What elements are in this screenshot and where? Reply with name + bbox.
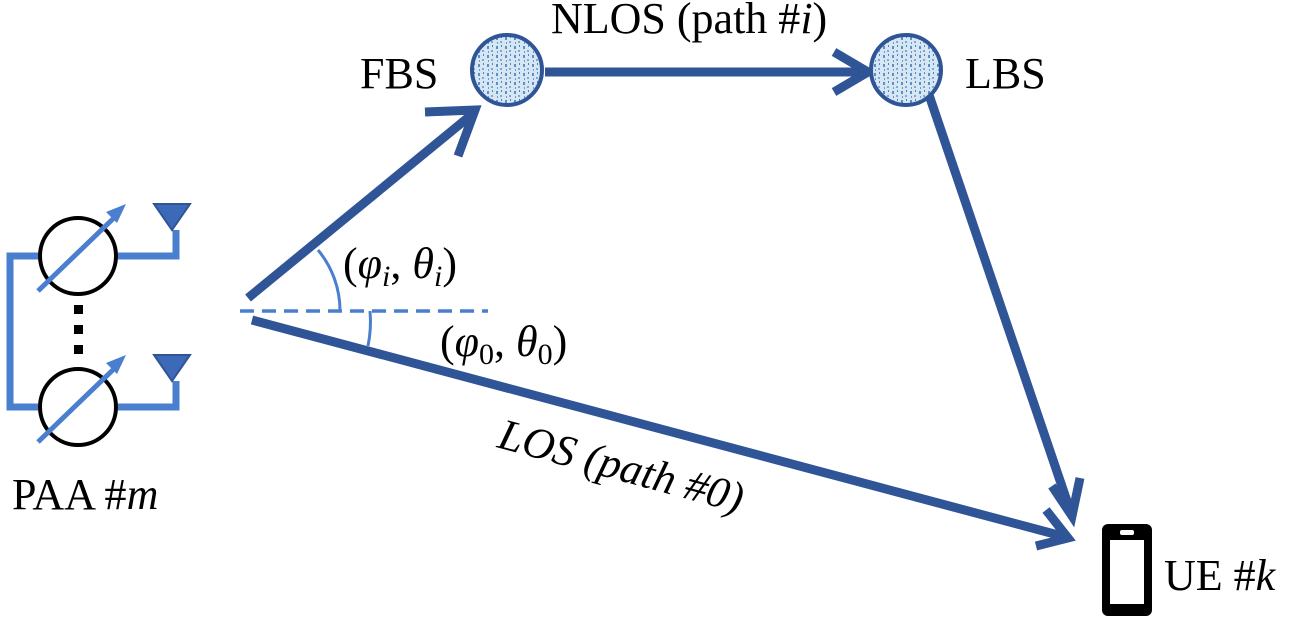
paa-array (6, 203, 192, 447)
feed-line (118, 381, 180, 411)
path-fbs-to-lbs (545, 48, 877, 96)
antenna-icon (152, 354, 192, 383)
nlos-label-main: NLOS (path # (551, 0, 800, 43)
angle-i-label: (φi, θi) (343, 239, 457, 293)
angle-0-label: (φ0, θ0) (440, 317, 567, 371)
angle-i-close: ) (442, 239, 457, 288)
angle-0-comma: , (494, 317, 516, 366)
path-paa-to-fbs (245, 105, 482, 302)
angle-0-phi: φ (455, 317, 479, 366)
ellipsis-dots (74, 305, 83, 354)
nlos-label-close: ) (813, 0, 828, 43)
angle-i-sub: i (382, 260, 390, 293)
phase-shifter-icon (36, 355, 126, 447)
paa-label-main: PAA # (12, 470, 127, 519)
angle-0-sub: 0 (479, 338, 494, 371)
angle-i-sub2: i (434, 260, 442, 293)
nlos-label-var: i (800, 0, 812, 43)
scatterer-icon (470, 33, 544, 107)
paa-label: PAA #m (12, 470, 158, 519)
path-lbs-to-ue (923, 90, 1085, 528)
nlos-label: NLOS (path #i) (551, 0, 827, 43)
fbs-label: FBS (360, 49, 438, 98)
ue-label-main: UE # (1164, 551, 1256, 600)
los-label: LOS (path #0) (492, 409, 749, 523)
angle-0-theta: θ (516, 317, 538, 366)
angle-i-comma: , (390, 239, 412, 288)
angle-arc-i (316, 249, 342, 312)
ue-label: UE #k (1164, 551, 1277, 600)
antenna-icon (152, 203, 192, 232)
path-los (250, 315, 1076, 551)
angle-i-theta: θ (412, 239, 434, 288)
phase-shifter-icon (36, 204, 126, 296)
phone-icon (1102, 524, 1152, 616)
paa-label-var: m (127, 470, 159, 519)
ue-label-var: k (1256, 551, 1277, 600)
feed-line (6, 252, 38, 411)
angle-i-phi: φ (358, 239, 382, 288)
angle-0-sub2: 0 (538, 338, 553, 371)
angle-0-open: ( (440, 317, 455, 366)
lbs-label: LBS (965, 49, 1046, 98)
scatterer-icon (869, 33, 943, 107)
angle-0-close: ) (553, 317, 568, 366)
angle-arc-0 (366, 310, 372, 347)
angle-i-open: ( (343, 239, 358, 288)
feed-line (118, 230, 180, 260)
